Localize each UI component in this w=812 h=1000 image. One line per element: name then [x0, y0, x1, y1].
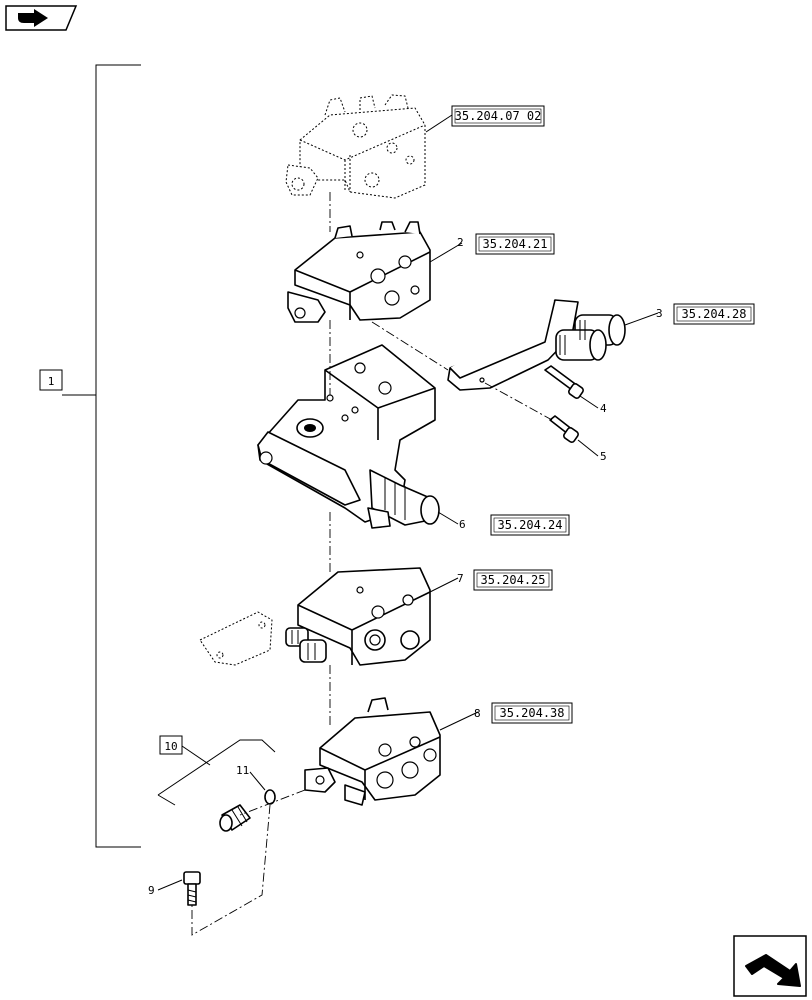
- ref-label: 35.204.21: [482, 237, 547, 251]
- ref-box-35-204-07-02[interactable]: 35.204.07 02: [451, 105, 545, 127]
- callout-1: 1: [48, 375, 55, 388]
- seal-kit-part-10: [157, 739, 276, 806]
- ref-label: 35.204.24: [497, 518, 562, 532]
- callout-9: 9: [148, 884, 155, 897]
- cover-plate: [199, 611, 273, 666]
- forward-navigation-icon[interactable]: [5, 5, 78, 31]
- valve-phantom-top: [285, 94, 426, 199]
- centerline-part-3: [371, 321, 449, 371]
- ref-box-35-204-21[interactable]: 35.204.21: [475, 233, 555, 255]
- centerline-fittings: [191, 789, 306, 936]
- ref-label: 35.204.25: [480, 573, 545, 587]
- bolt-part-4: [544, 365, 584, 399]
- callout-5: 5: [600, 450, 607, 463]
- coupler-bracket-part-3: [447, 299, 626, 391]
- valve-section-part-8: [304, 697, 441, 806]
- callout-7: 7: [457, 572, 464, 585]
- callout-8: 8: [474, 707, 481, 720]
- callout-3: 3: [656, 307, 663, 320]
- callout-2: 2: [457, 236, 464, 249]
- valve-section-part-2: [287, 221, 431, 323]
- callout-6: 6: [459, 518, 466, 531]
- o-ring-part-11: [264, 789, 276, 805]
- centerline-bolts: [484, 382, 553, 421]
- valve-section-part-7: [285, 567, 431, 666]
- callout-box-10[interactable]: 10: [159, 735, 183, 755]
- callout-11: 11: [236, 764, 249, 777]
- plug-fitting: [219, 804, 251, 832]
- callout-10: 10: [164, 740, 177, 753]
- ref-box-35-204-25[interactable]: 35.204.25: [473, 569, 553, 591]
- assembly-bracket: [62, 64, 141, 848]
- return-navigation-icon[interactable]: [733, 935, 807, 997]
- ref-label: 35.204.38: [499, 706, 564, 720]
- callout-box-1[interactable]: 1: [39, 369, 63, 391]
- bolt-part-5: [549, 415, 579, 443]
- bolt-part-9: [183, 871, 201, 906]
- callout-4: 4: [600, 402, 607, 415]
- ref-box-35-204-24[interactable]: 35.204.24: [490, 514, 570, 536]
- ref-box-35-204-28[interactable]: 35.204.28: [673, 303, 755, 325]
- ref-label: 35.204.28: [681, 307, 746, 321]
- ref-label: 35.204.07 02: [455, 109, 542, 123]
- ref-box-35-204-38[interactable]: 35.204.38: [491, 702, 573, 724]
- valve-body-part-6: [257, 344, 440, 529]
